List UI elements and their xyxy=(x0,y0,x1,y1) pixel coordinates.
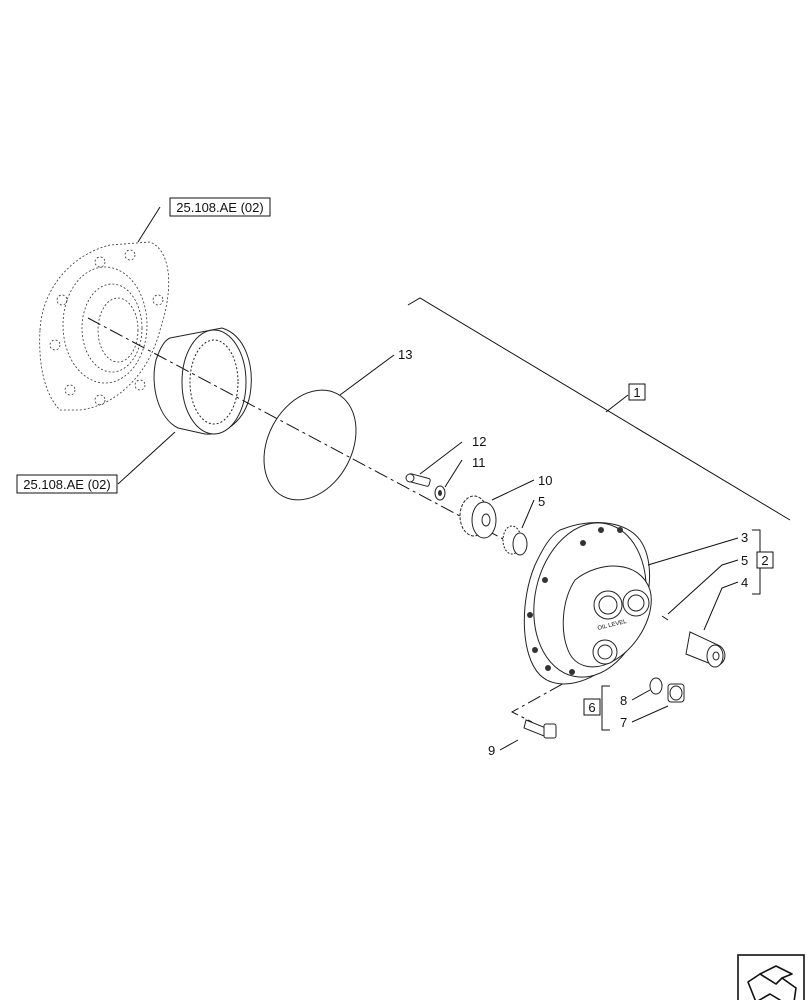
o-ring-8 xyxy=(649,677,663,695)
reference-top[interactable]: 25.108.AE (02) xyxy=(169,197,271,217)
svg-text:2: 2 xyxy=(761,553,768,568)
group-box-6: 6 xyxy=(583,698,601,716)
callout-12: 12 xyxy=(472,434,486,449)
screw-12 xyxy=(405,473,431,487)
svg-text:6: 6 xyxy=(588,700,595,715)
callout-10: 10 xyxy=(538,473,552,488)
callout-8: 8 xyxy=(620,693,627,708)
callout-9: 9 xyxy=(488,743,495,758)
washer-11 xyxy=(434,485,446,501)
plug-7 xyxy=(667,683,685,703)
o-ring xyxy=(263,389,357,501)
reference-left[interactable]: 25.108.AE (02) xyxy=(16,474,118,494)
callout-5a: 5 xyxy=(538,494,545,509)
next-page-arrow-icon[interactable] xyxy=(737,954,805,1000)
svg-text:25.108.AE (02): 25.108.AE (02) xyxy=(176,200,263,215)
svg-text:25.108.AE (02): 25.108.AE (02) xyxy=(23,477,110,492)
callout-3: 3 xyxy=(741,530,748,545)
leader-lines xyxy=(117,206,791,751)
planet-carrier-hub: OIL LEVEL xyxy=(523,522,652,685)
bolt-9 xyxy=(523,719,557,739)
wheel-housing xyxy=(39,241,170,411)
group-box-1: 1 xyxy=(628,383,646,401)
callout-7: 7 xyxy=(620,715,627,730)
callout-labels: 13 12 11 10 5 3 5 4 8 7 9 xyxy=(398,347,748,758)
callout-11: 11 xyxy=(472,455,486,470)
callout-5b: 5 xyxy=(741,553,748,568)
planet-gear-10 xyxy=(459,495,497,539)
group-box-2: 2 xyxy=(756,551,774,569)
shaft-4 xyxy=(685,631,726,668)
pin-5 xyxy=(661,615,669,621)
svg-text:1: 1 xyxy=(633,385,640,400)
callout-4: 4 xyxy=(741,575,748,590)
ring-gear xyxy=(153,327,252,435)
callout-13: 13 xyxy=(398,347,412,362)
sun-gear-5 xyxy=(502,525,528,556)
